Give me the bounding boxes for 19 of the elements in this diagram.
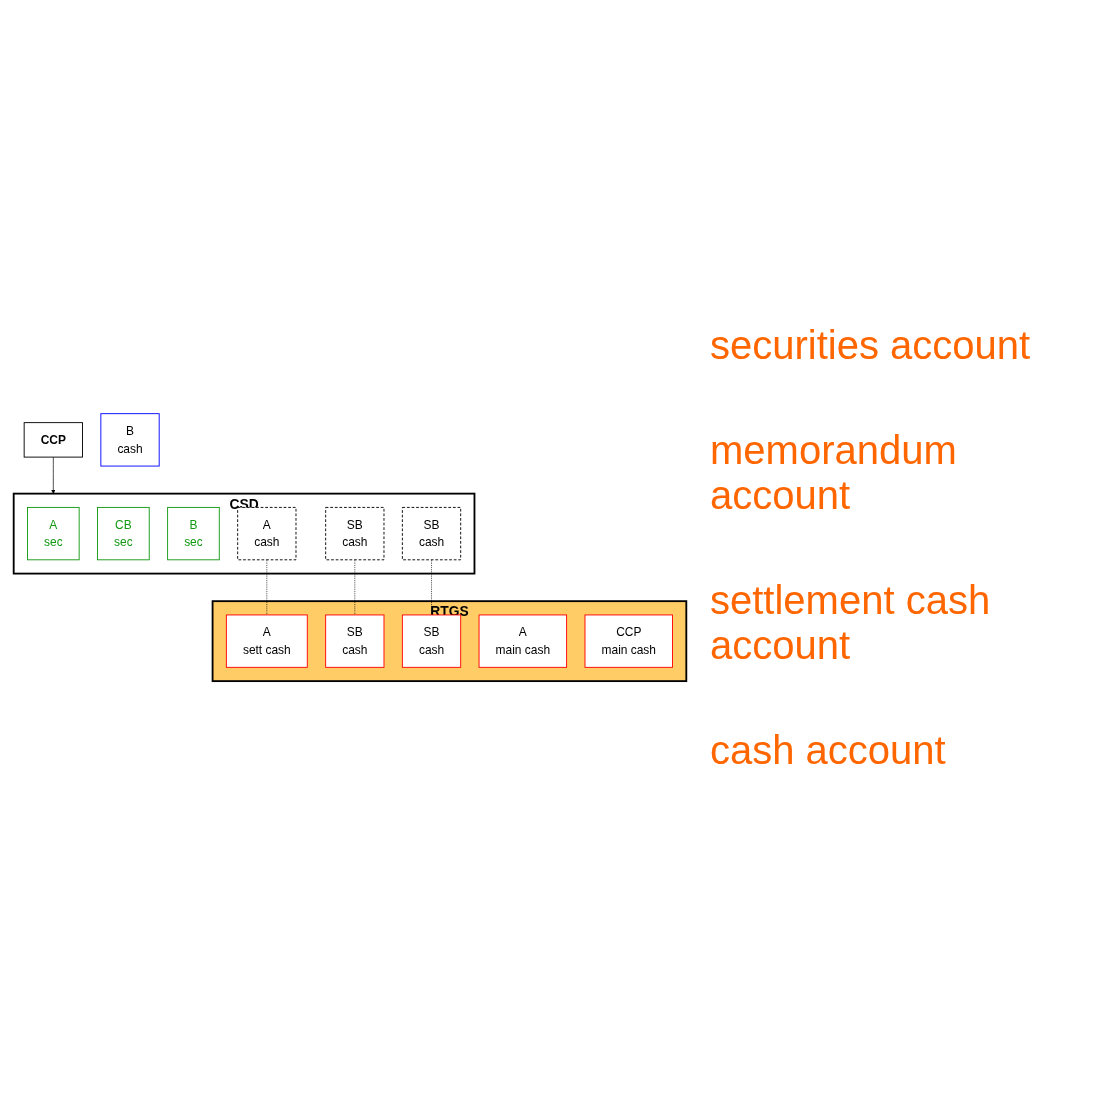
node-box: SB cash — [325, 614, 385, 668]
node-box: SB cash — [325, 507, 385, 561]
connector — [431, 559, 432, 616]
node-box: B cash — [100, 413, 160, 467]
node-box: A sec — [27, 507, 80, 561]
node-box: A cash — [237, 507, 297, 561]
account-type-label: settlement cash account — [710, 577, 992, 668]
node-box: CCP main cash — [584, 614, 673, 668]
node-box: A main cash — [478, 614, 568, 668]
account-type-label: securities account — [710, 322, 1032, 368]
account-type-label: memorandum account — [710, 427, 958, 518]
node-box: CCP — [23, 422, 83, 458]
node-box: B sec — [167, 507, 220, 561]
node-box: A sett cash — [225, 614, 308, 668]
connector — [266, 559, 268, 616]
node-box: SB cash — [401, 507, 462, 561]
connector — [354, 559, 356, 616]
account-type-label: cash account — [710, 727, 947, 773]
node-box: CB sec — [97, 507, 150, 561]
